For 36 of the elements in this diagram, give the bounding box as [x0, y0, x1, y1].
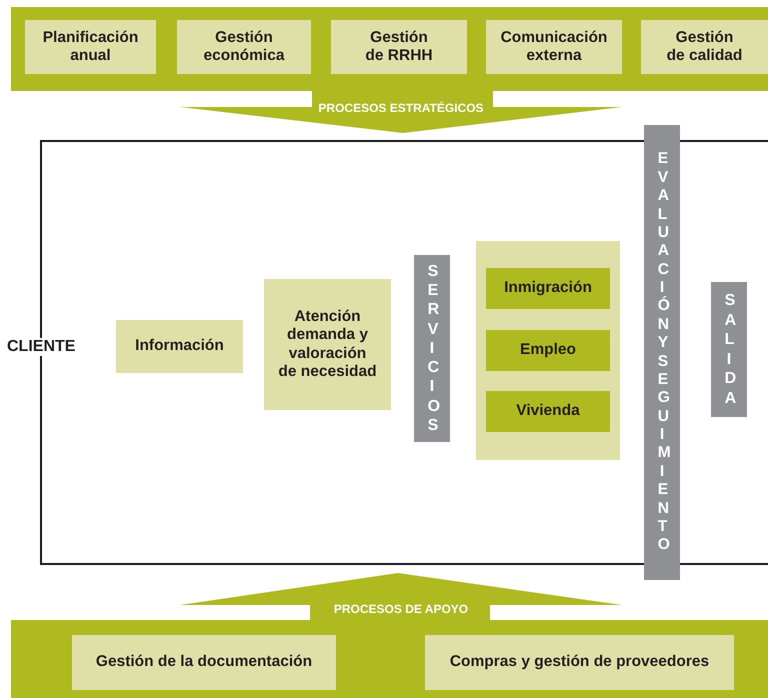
process-box	[72, 635, 336, 690]
client-label: CLIENTE	[5, 338, 78, 356]
box-label: Planificación anual	[42, 28, 140, 66]
service-box	[486, 391, 610, 432]
stage-bar	[644, 125, 680, 580]
box-label: Gestión de RRHH	[364, 28, 434, 66]
box-label: Información	[134, 337, 225, 356]
box-label: Atención demanda y valoración de necesidad	[277, 308, 378, 382]
process-box	[486, 20, 622, 74]
services-panel	[476, 241, 620, 460]
service-box	[486, 268, 610, 309]
process-box	[25, 20, 156, 74]
process-band	[11, 620, 768, 698]
stage-bar	[711, 282, 747, 417]
service-box	[486, 330, 610, 371]
vertical-label: SALIDA	[724, 291, 734, 408]
box-label: Empleo	[519, 341, 577, 360]
stage-bar	[414, 255, 450, 442]
process-arrow	[180, 573, 622, 620]
process-band	[11, 7, 768, 91]
box-label: Comunicación externa	[500, 28, 608, 66]
arrow-label: PROCESOS DE APOYO	[332, 602, 470, 616]
box-label: Gestión de la documentación	[94, 653, 314, 672]
box-label: Inmigración	[503, 279, 593, 298]
box-label: Vivienda	[515, 402, 581, 421]
box-label: Gestión de calidad	[666, 28, 744, 66]
arrow-label: PROCESOS ESTRATÉGICOS	[317, 101, 485, 115]
process-arrow	[180, 91, 622, 133]
process-box	[116, 320, 243, 373]
process-box	[331, 20, 467, 74]
box-label: Compras y gestión de proveedores	[448, 653, 710, 672]
box-label: Gestión económica	[202, 28, 286, 66]
process-box	[641, 20, 768, 74]
process-box	[177, 20, 311, 74]
process-box	[425, 635, 734, 690]
process-box	[264, 279, 391, 410]
